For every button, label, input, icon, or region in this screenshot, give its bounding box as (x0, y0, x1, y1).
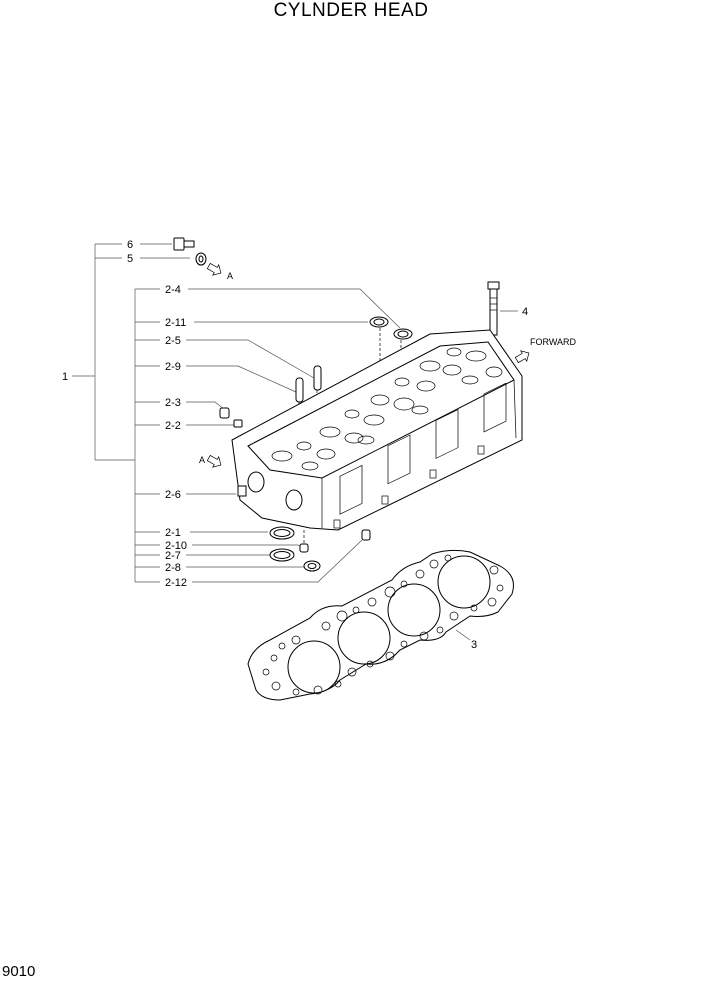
callout-2-6: 2-6 (165, 489, 181, 501)
page-title: CYLNDER HEAD (273, 0, 429, 21)
forward-arrow-icon (514, 350, 530, 364)
callout-2-8: 2-8 (165, 562, 181, 574)
plug-2-2-icon (233, 419, 243, 428)
view-a-label-side: A (199, 455, 205, 465)
page-number: 9010 (2, 963, 36, 980)
view-a-label-top: A (227, 271, 233, 281)
view-a-arrow-top-icon (206, 262, 222, 276)
callout-2-7: 2-7 (165, 550, 181, 562)
gasket-holes (262, 554, 504, 696)
callout-4: 4 (522, 306, 528, 318)
cylinder-head-block (231, 329, 523, 531)
plug-2-3-icon (219, 407, 230, 419)
o-ring-2-1-icon (269, 526, 295, 540)
callout-1: 1 (62, 371, 68, 383)
callout-2-4: 2-4 (165, 284, 181, 296)
callout-labels: 1 6 5 2-4 2-11 2-5 2-9 2-3 2-2 2-6 2-1 2… (62, 239, 576, 651)
callout-2-5: 2-5 (165, 335, 181, 347)
callout-2-11: 2-11 (165, 317, 186, 329)
washer-5-icon (195, 252, 207, 266)
head-gasket-3 (247, 549, 514, 701)
top-ports (271, 347, 503, 471)
view-a-arrow-side-icon (206, 454, 222, 468)
callout-2-12: 2-12 (165, 577, 187, 589)
callout-2-10: 2-10 (165, 540, 187, 552)
callout-2-3: 2-3 (165, 397, 181, 409)
forward-label: FORWARD (530, 337, 576, 347)
callout-3: 3 (471, 639, 477, 651)
callout-5: 5 (127, 253, 133, 265)
sleeve-2-10-icon (299, 530, 309, 553)
bolt-6-icon (173, 237, 195, 251)
callout-2-1: 2-1 (165, 527, 181, 539)
plug-2-8-icon (303, 560, 321, 572)
callout-2-9: 2-9 (165, 361, 181, 373)
callout-2-2: 2-2 (165, 420, 181, 432)
o-ring-2-7-icon (269, 548, 295, 562)
plug-2-12-icon (361, 529, 371, 541)
callout-6: 6 (127, 239, 133, 251)
valve-seal-2-11-icon (369, 316, 389, 380)
